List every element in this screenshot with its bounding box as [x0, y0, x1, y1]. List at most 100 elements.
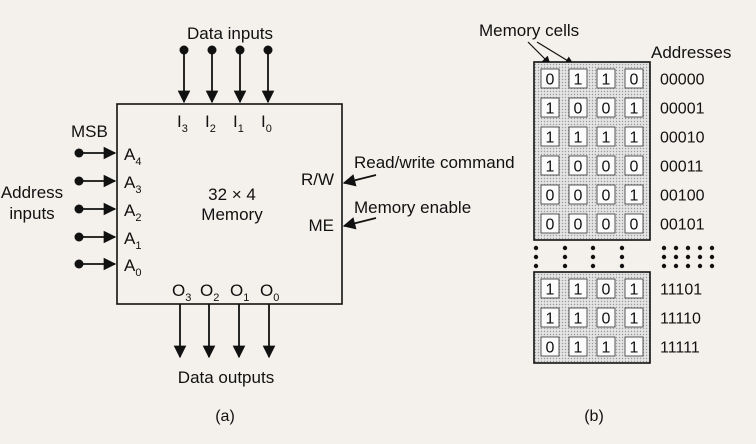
ellipsis-dot	[533, 263, 539, 269]
ellipsis-dot	[685, 263, 691, 269]
memory-cell-bit: 1	[546, 130, 555, 147]
memory-cell-bit: 0	[602, 282, 611, 299]
pin-I0: I0	[261, 112, 272, 135]
ellipsis-dot	[673, 263, 679, 269]
pin-rw: R/W	[301, 170, 334, 189]
memory-cell-bit: 0	[630, 72, 639, 89]
data-inputs-label: Data inputs	[187, 24, 273, 43]
memory-cell	[596, 307, 616, 328]
memory-cells-pointer-left	[527, 41, 551, 65]
ellipsis-dot	[619, 254, 625, 260]
memory-cell	[596, 213, 616, 234]
memory-cell-bit: 0	[602, 217, 611, 234]
memory-cell	[568, 184, 588, 205]
address-value: 00101	[660, 217, 705, 234]
ellipsis-dot	[562, 263, 568, 269]
memory-grid-frame	[533, 61, 651, 241]
memory-cell	[540, 97, 560, 118]
memory-cell	[540, 155, 560, 176]
ellipsis-dot	[562, 254, 568, 260]
memory-cell-bit: 1	[574, 282, 583, 299]
memory-cells-pointer-right	[536, 41, 574, 65]
ellipsis-dots	[533, 245, 715, 269]
caption-a: (a)	[215, 408, 235, 425]
data-outputs-label: Data outputs	[178, 368, 274, 387]
memory-cell-bit: 0	[546, 188, 555, 205]
memory-chip-diagram: Data inputs I3 I2 I1 I0 MSB Address inpu…	[1, 24, 515, 425]
ellipsis-dot	[590, 245, 596, 251]
memory-cell-bit: 0	[602, 159, 611, 176]
ellipsis-dot	[533, 254, 539, 260]
pin-A4: A4	[124, 145, 141, 168]
read-write-label: Read/write command	[354, 153, 515, 172]
memory-cell	[624, 278, 644, 299]
ellipsis-dot	[709, 263, 715, 269]
pin-I2: I2	[205, 112, 216, 135]
pin-I1: I1	[233, 112, 244, 135]
ellipsis-dot	[619, 263, 625, 269]
memory-cell	[624, 184, 644, 205]
memory-cell-bit: 1	[630, 340, 639, 357]
pin-O0: O0	[260, 281, 279, 304]
memory-cell-bit: 1	[546, 159, 555, 176]
memory-cell-bit: 0	[602, 101, 611, 118]
pin-A3: A3	[124, 173, 141, 196]
memory-cell-bit: 0	[574, 159, 583, 176]
memory-cell-bit: 0	[574, 101, 583, 118]
memory-cell-bit: 1	[630, 130, 639, 147]
pin-O2: O2	[200, 281, 219, 304]
me-arrow	[342, 217, 377, 230]
memory-cell	[596, 68, 616, 89]
memory-cell-bit: 0	[602, 188, 611, 205]
memory-cells-label: Memory cells	[479, 21, 579, 40]
caption-b: (b)	[584, 408, 604, 425]
memory-cell	[568, 126, 588, 147]
memory-cell	[568, 68, 588, 89]
memory-cell	[540, 184, 560, 205]
memory-cell-bit: 1	[630, 101, 639, 118]
pin-O3: O3	[172, 281, 191, 304]
address-value: 00011	[660, 159, 703, 176]
memory-cell-bit: 1	[602, 340, 611, 357]
ellipsis-dot	[661, 254, 667, 260]
memory-cell	[596, 184, 616, 205]
address-inputs-label-line1: Address	[1, 183, 63, 202]
memory-cell	[568, 213, 588, 234]
address-value: 00001	[660, 101, 705, 118]
ellipsis-dot	[533, 245, 539, 251]
ellipsis-dot	[709, 254, 715, 260]
memory-cell	[568, 307, 588, 328]
memory-cell-bit: 1	[602, 130, 611, 147]
memory-cell-bit: 0	[630, 159, 639, 176]
ellipsis-dot	[661, 245, 667, 251]
memory-cell	[568, 278, 588, 299]
memory-cell	[596, 126, 616, 147]
memory-chip-box	[116, 103, 343, 305]
memory-cell-bit: 0	[546, 217, 555, 234]
memory-cell-bit: 1	[630, 311, 639, 328]
data-output-lines	[173, 304, 276, 359]
memory-cell-bit: 0	[602, 311, 611, 328]
memory-cell	[540, 336, 560, 357]
memory-cell	[596, 155, 616, 176]
ellipsis-dot	[661, 263, 667, 269]
memory-cell	[624, 155, 644, 176]
memory-cell	[568, 97, 588, 118]
pin-A2: A2	[124, 201, 141, 224]
memory-cell	[624, 213, 644, 234]
ellipsis-dot	[590, 254, 596, 260]
memory-cell	[540, 68, 560, 89]
pin-O1: O1	[230, 281, 249, 304]
address-inputs-label-line2: inputs	[9, 204, 54, 223]
memory-cell-bit: 1	[630, 188, 639, 205]
memory-cell-bit: 0	[630, 217, 639, 234]
memory-cell	[624, 336, 644, 357]
memory-cell	[568, 336, 588, 357]
memory-cell	[540, 278, 560, 299]
memory-cell	[624, 126, 644, 147]
pin-I3: I3	[177, 112, 188, 135]
memory-cell-bit: 1	[574, 340, 583, 357]
rw-arrow	[342, 174, 377, 187]
